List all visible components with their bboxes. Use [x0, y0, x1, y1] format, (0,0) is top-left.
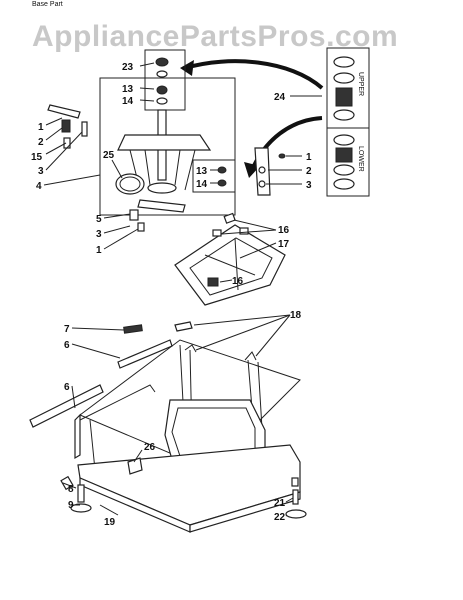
callout-17: 17 — [278, 239, 290, 250]
lower-seal-part — [333, 134, 355, 146]
callout-25: 25 — [103, 150, 115, 161]
bearing-kit-box: UPPER LOWER — [326, 47, 370, 197]
callout-3-right: 3 — [306, 180, 312, 191]
callout-1-low: 1 — [96, 245, 102, 256]
arrow-upper — [184, 59, 324, 90]
upper-label: UPPER — [357, 72, 364, 96]
callout-23: 23 — [122, 62, 134, 73]
upper-bearing-part — [335, 87, 353, 107]
upper-ring-part — [333, 109, 355, 121]
lower-label: LOWER — [357, 146, 364, 172]
callout-14-lower: 14 — [196, 179, 208, 190]
callout-4: 4 — [36, 181, 42, 192]
callout-8: 8 — [68, 484, 74, 495]
callout-1-right: 1 — [306, 152, 312, 163]
callout-21: 21 — [274, 498, 286, 509]
callout-22: 22 — [274, 512, 286, 523]
suspension-frame — [174, 212, 286, 306]
callout-2: 2 — [38, 137, 44, 148]
lower-bearing-part — [335, 147, 353, 163]
callout-6: 6 — [64, 340, 70, 351]
callout-19: 19 — [104, 517, 116, 528]
callout-26: 26 — [144, 442, 156, 453]
callout-7: 7 — [64, 324, 70, 335]
callout-16: 16 — [278, 225, 290, 236]
callout-3: 3 — [38, 166, 44, 177]
callout-9: 9 — [68, 500, 74, 511]
arrow-upper-head — [180, 60, 194, 76]
callout-15: 15 — [31, 152, 43, 163]
callout-13: 13 — [122, 84, 134, 95]
callout-16-lower: 16 — [232, 276, 244, 287]
callout-3-low: 3 — [96, 229, 102, 240]
leader-lines — [43, 62, 322, 517]
callout-24: 24 — [274, 92, 286, 103]
top-fragment-text: Base Part — [32, 1, 63, 8]
base-frame — [29, 321, 307, 533]
callout-2-right: 2 — [306, 166, 312, 177]
lower-washer-part — [333, 164, 355, 176]
callout-13-lower: 13 — [196, 166, 208, 177]
callout-18: 18 — [290, 310, 302, 321]
transmission-assembly — [47, 49, 286, 232]
upper-seal-part — [333, 56, 355, 68]
upper-washer-part — [333, 72, 355, 84]
callout-6-lower: 6 — [64, 382, 70, 393]
lower-ring-part — [333, 178, 355, 190]
callouts: 23 13 14 24 1 2 15 3 4 25 13 14 1 2 3 5 … — [31, 62, 312, 528]
callout-14: 14 — [122, 96, 134, 107]
callout-5: 5 — [96, 214, 102, 225]
callout-1: 1 — [38, 122, 44, 133]
